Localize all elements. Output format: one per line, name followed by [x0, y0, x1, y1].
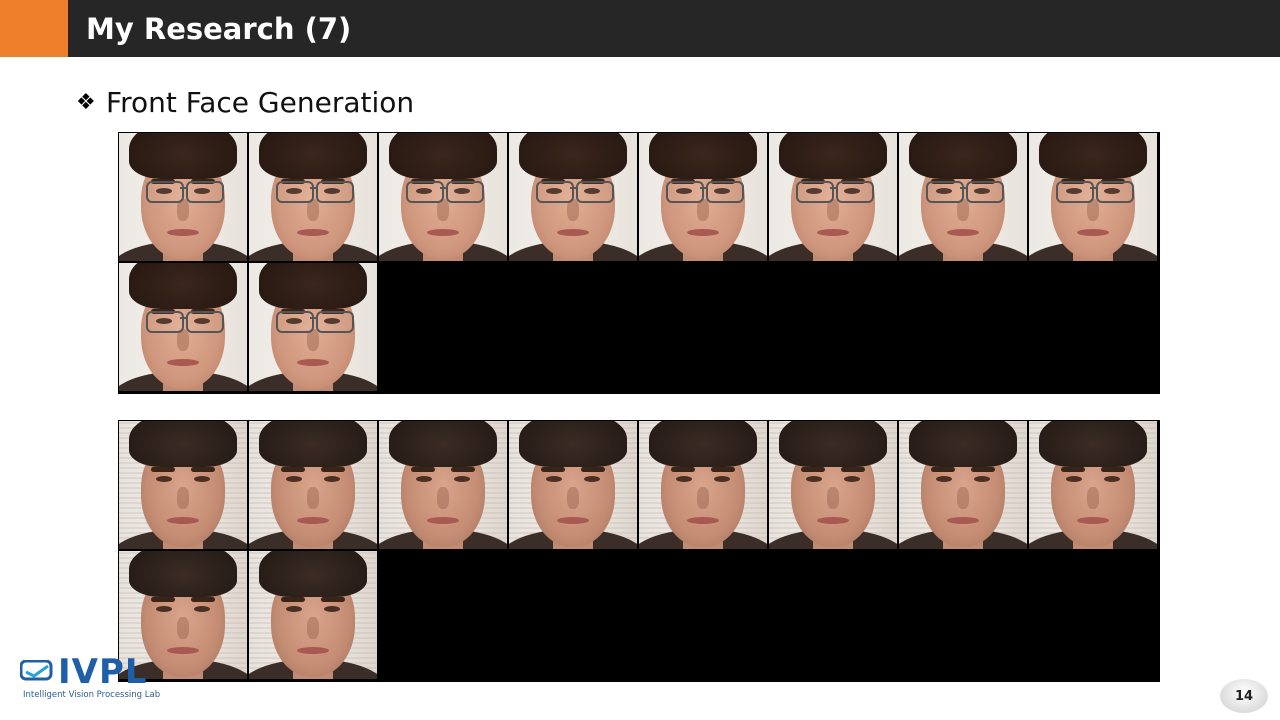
input-face-image — [639, 133, 767, 261]
input-face-image — [249, 133, 377, 261]
generated-face-image — [249, 421, 377, 549]
logo-wordmark: IVPL — [58, 652, 148, 692]
slide-title: My Research (7) — [86, 12, 352, 46]
header-accent-block — [0, 0, 68, 57]
generated-face-image — [769, 421, 897, 549]
generated-face-image — [249, 551, 377, 679]
page-number: 14 — [1220, 679, 1268, 713]
generated-face-grid — [118, 420, 1160, 682]
generated-face-image — [509, 421, 637, 549]
generated-face-image — [1029, 421, 1157, 549]
header-bar — [68, 0, 1280, 57]
input-face-image — [119, 263, 247, 391]
generated-face-image — [119, 551, 247, 679]
input-face-image — [769, 133, 897, 261]
generated-face-image — [899, 421, 1027, 549]
input-face-image — [899, 133, 1027, 261]
generated-face-image — [379, 421, 507, 549]
generated-face-image — [639, 421, 767, 549]
bullet-text: Front Face Generation — [106, 86, 415, 119]
lab-logo-icon — [20, 660, 53, 681]
input-face-image — [379, 133, 507, 261]
logo-subtitle: Intelligent Vision Processing Lab — [23, 690, 161, 700]
generated-face-image — [119, 421, 247, 549]
bullet-heading: ❖ Front Face Generation — [76, 86, 414, 119]
input-face-image — [249, 263, 377, 391]
input-face-image — [119, 133, 247, 261]
input-face-image — [1029, 133, 1157, 261]
ivpl-logo: IVPL Intelligent Vision Processing Lab — [20, 652, 160, 704]
diamond-bullet-icon: ❖ — [76, 90, 96, 115]
input-face-grid — [118, 132, 1160, 394]
input-face-image — [509, 133, 637, 261]
